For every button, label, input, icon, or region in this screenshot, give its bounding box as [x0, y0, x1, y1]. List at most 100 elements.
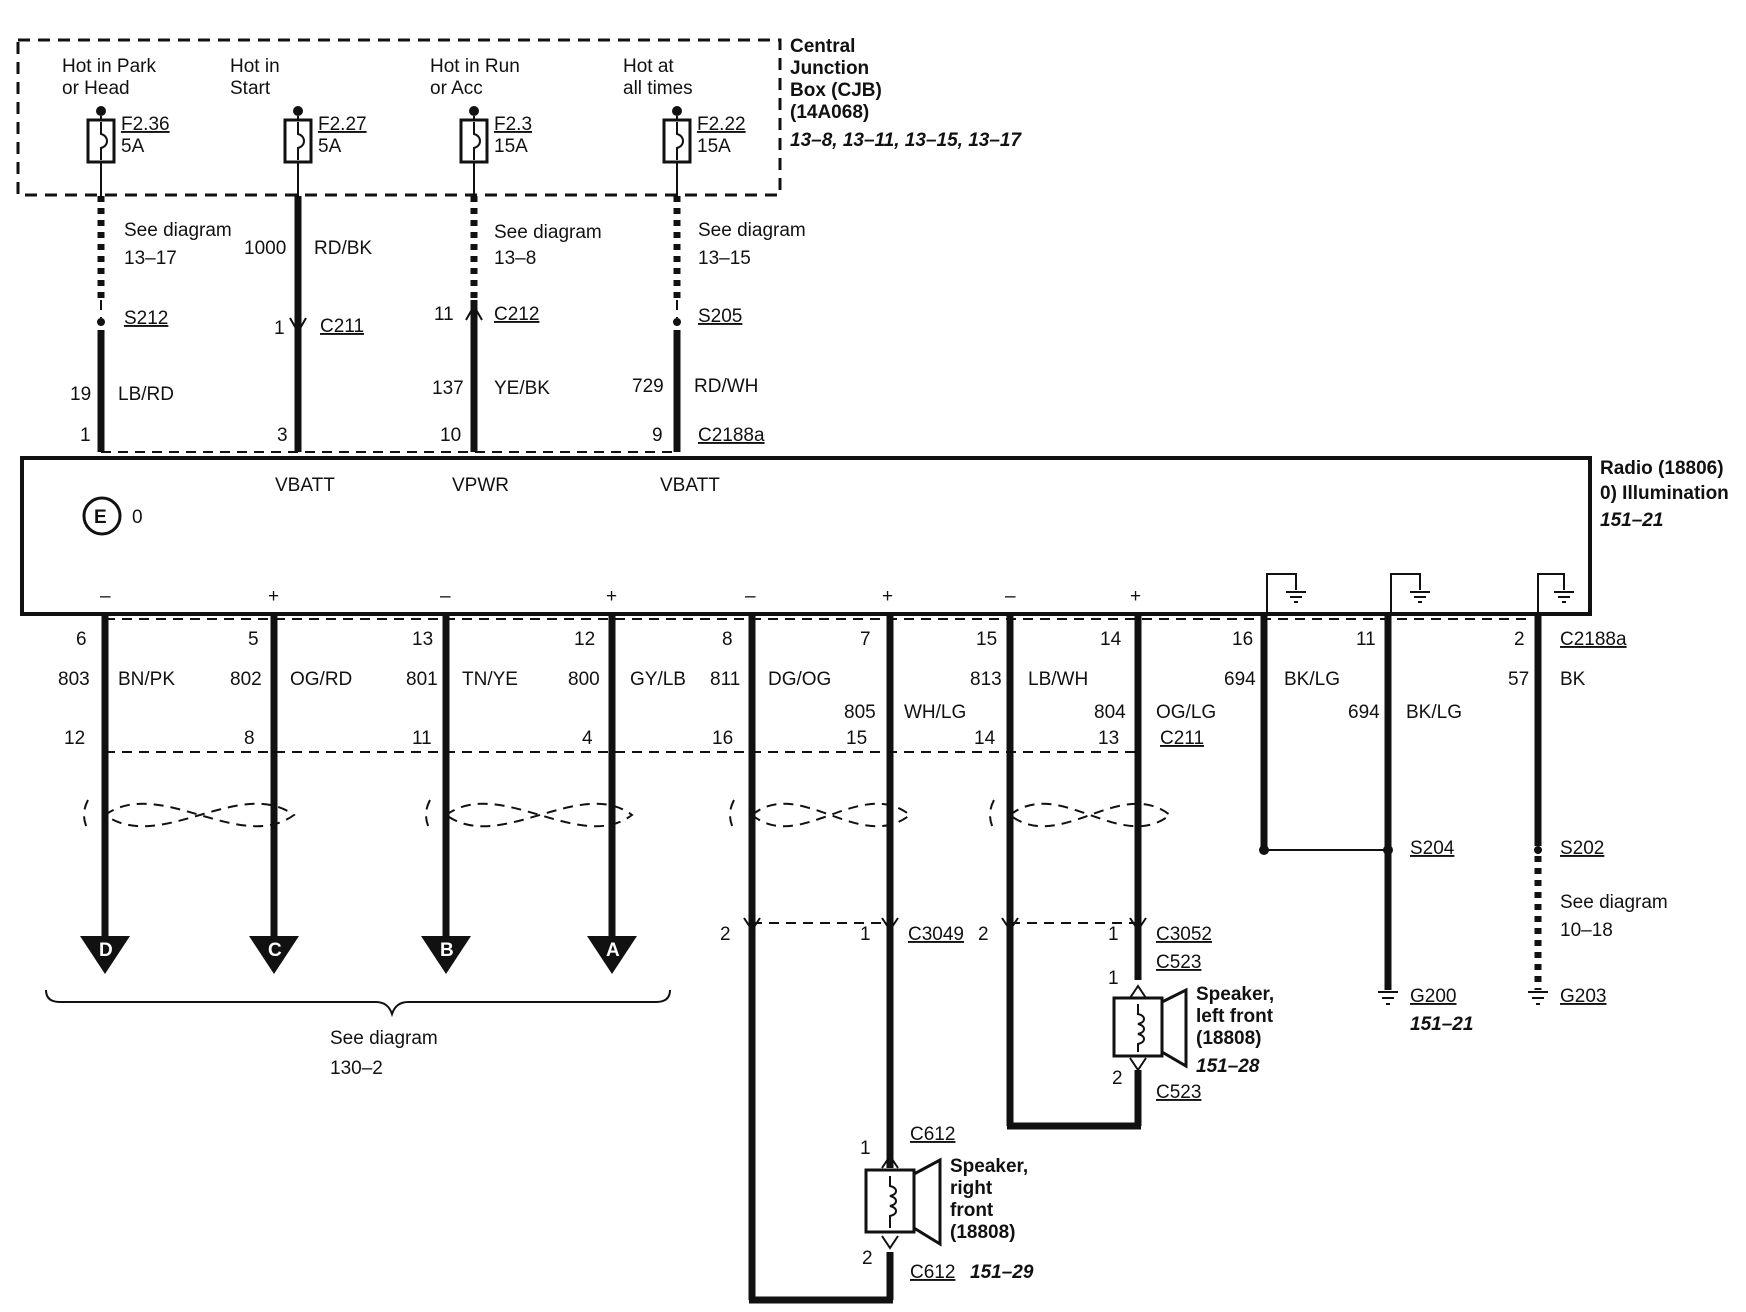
polarity-label: –: [440, 586, 451, 607]
wire-color: YE/BK: [494, 378, 550, 399]
ground-icon: [1390, 573, 1430, 612]
pin-number: 16: [712, 728, 733, 749]
wire-color: BK/LG: [1284, 669, 1340, 690]
polarity-label: +: [268, 586, 279, 607]
pin-number: 1: [80, 425, 91, 446]
connector-c-arrow: C: [249, 936, 299, 974]
cjb-title: Central: [790, 36, 855, 57]
wire-color: RD/WH: [694, 376, 758, 397]
radio-ref: 151–21: [1600, 510, 1663, 531]
pin-number: 2: [862, 1248, 873, 1269]
hot-park-label-2: or Head: [62, 78, 130, 99]
speaker-name: Speaker,: [950, 1156, 1028, 1177]
hot-run-label: Hot in Run: [430, 56, 520, 77]
connector-c612: C612: [910, 1262, 955, 1283]
splice-s205: S205: [698, 306, 742, 327]
cjb-title-3: Box (CJB): [790, 80, 882, 101]
see-diagram-label: See diagram: [698, 220, 806, 241]
fuse-amp: 15A: [494, 136, 528, 157]
pin-number: 2: [1112, 1068, 1123, 1089]
circuit-number: 801: [406, 669, 438, 690]
lower-wiring: C2188a 6 5 13 12 8 7 15 14 16 11 2 803 B…: [45, 614, 1668, 1304]
wire-color: BN/PK: [118, 669, 175, 690]
twisted-pair-icon: [750, 802, 912, 828]
upper-wiring: See diagram 13–17 S212 19 LB/RD 1 1000 R…: [70, 196, 806, 453]
ground-icon: [1378, 991, 1398, 1005]
ground-icon: [1528, 991, 1548, 1005]
arrow-label: B: [440, 940, 454, 961]
ground-icon: [1537, 573, 1574, 612]
fuse-amp: 5A: [121, 136, 145, 157]
ground-g203: G203: [1560, 986, 1606, 1007]
connector-c523: C523: [1156, 952, 1201, 973]
circuit-number: 694: [1348, 702, 1380, 723]
polarity-label: +: [882, 586, 893, 607]
circuit-number: 802: [230, 669, 262, 690]
ground-g200-ref: 151–21: [1410, 1014, 1473, 1035]
vbatt-label: VBATT: [660, 475, 720, 496]
twisted-pair-icon: [444, 802, 634, 828]
fuse-id: F2.22: [697, 114, 746, 135]
fuse-f2-27: F2.27 5A: [283, 106, 367, 196]
splice-s212: S212: [124, 308, 168, 329]
see-diagram-label: See diagram: [124, 220, 232, 241]
fuse-amp: 5A: [318, 136, 342, 157]
twisted-pair-icon: [1008, 802, 1172, 828]
pin-number: 14: [1100, 629, 1122, 650]
polarity-label: +: [1130, 586, 1141, 607]
fuse-id: F2.27: [318, 114, 367, 135]
see-diagram-ref: 10–18: [1560, 920, 1613, 941]
connector-c212: C212: [494, 304, 539, 325]
polarity-label: –: [1005, 586, 1016, 607]
wire-color: LB/WH: [1028, 669, 1088, 690]
pin-number: 13: [1098, 728, 1119, 749]
wire-color: OG/RD: [290, 669, 352, 690]
group-bracket: [45, 989, 671, 1018]
wire-color: WH/LG: [904, 702, 966, 723]
wire-color: BK: [1560, 669, 1586, 690]
pin-number: 2: [1514, 629, 1525, 650]
illumination-pin: 0: [132, 507, 143, 528]
vbatt-label: VBATT: [275, 475, 335, 496]
circuit-number: 729: [632, 376, 664, 397]
circuit-number: 57: [1508, 669, 1529, 690]
connector-c3049-label: C3049: [908, 924, 964, 945]
cjb-title-2: Junction: [790, 58, 869, 79]
connector-c2188a: C2188a: [698, 425, 765, 446]
pin-number: 13: [412, 629, 433, 650]
pin-number: 4: [582, 728, 593, 749]
pin-number: 6: [76, 629, 87, 650]
circuit-number: 804: [1094, 702, 1126, 723]
connector-a-arrow: A: [587, 936, 637, 974]
arrow-label: C: [268, 940, 282, 961]
speaker-left-front: C523 1 2 C523 Speaker, left front (18808…: [1108, 952, 1274, 1103]
see-diagram-label: See diagram: [330, 1028, 438, 1049]
hot-park-label: Hot in Park: [62, 56, 156, 77]
pin-number: 5: [248, 629, 259, 650]
speaker-right-front: C612 1 2 C612 151–29 Speaker, right fron…: [860, 1124, 1034, 1283]
pin-number: 1: [1108, 924, 1119, 945]
pin-number: 8: [244, 728, 255, 749]
pin-number: 2: [720, 924, 731, 945]
pin-number: 16: [1232, 629, 1253, 650]
fuse-f2-36: F2.36 5A: [86, 106, 170, 196]
pin-number: 7: [860, 629, 871, 650]
circuit-number: 813: [970, 669, 1002, 690]
speaker-name: left front: [1196, 1006, 1274, 1027]
fuse-id: F2.36: [121, 114, 170, 135]
speaker-name: front: [950, 1200, 994, 1221]
pin-number: 15: [976, 629, 997, 650]
pin-number: 9: [652, 425, 663, 446]
pin-number: 3: [277, 425, 288, 446]
pin-number: 1: [860, 1138, 871, 1159]
polarity-label: –: [745, 586, 756, 607]
radio-module: Radio (18806) 0) Illumination 151–21 VBA…: [20, 456, 1729, 616]
see-diagram-ref: 13–8: [494, 248, 536, 269]
wire-color: GY/LB: [630, 669, 686, 690]
pin-number: 14: [974, 728, 996, 749]
polarity-label: –: [100, 586, 111, 607]
pin-number: 8: [722, 629, 733, 650]
connector-b-arrow: B: [421, 936, 471, 974]
wire-color: TN/YE: [462, 669, 518, 690]
illumination-icon: E: [82, 496, 122, 536]
